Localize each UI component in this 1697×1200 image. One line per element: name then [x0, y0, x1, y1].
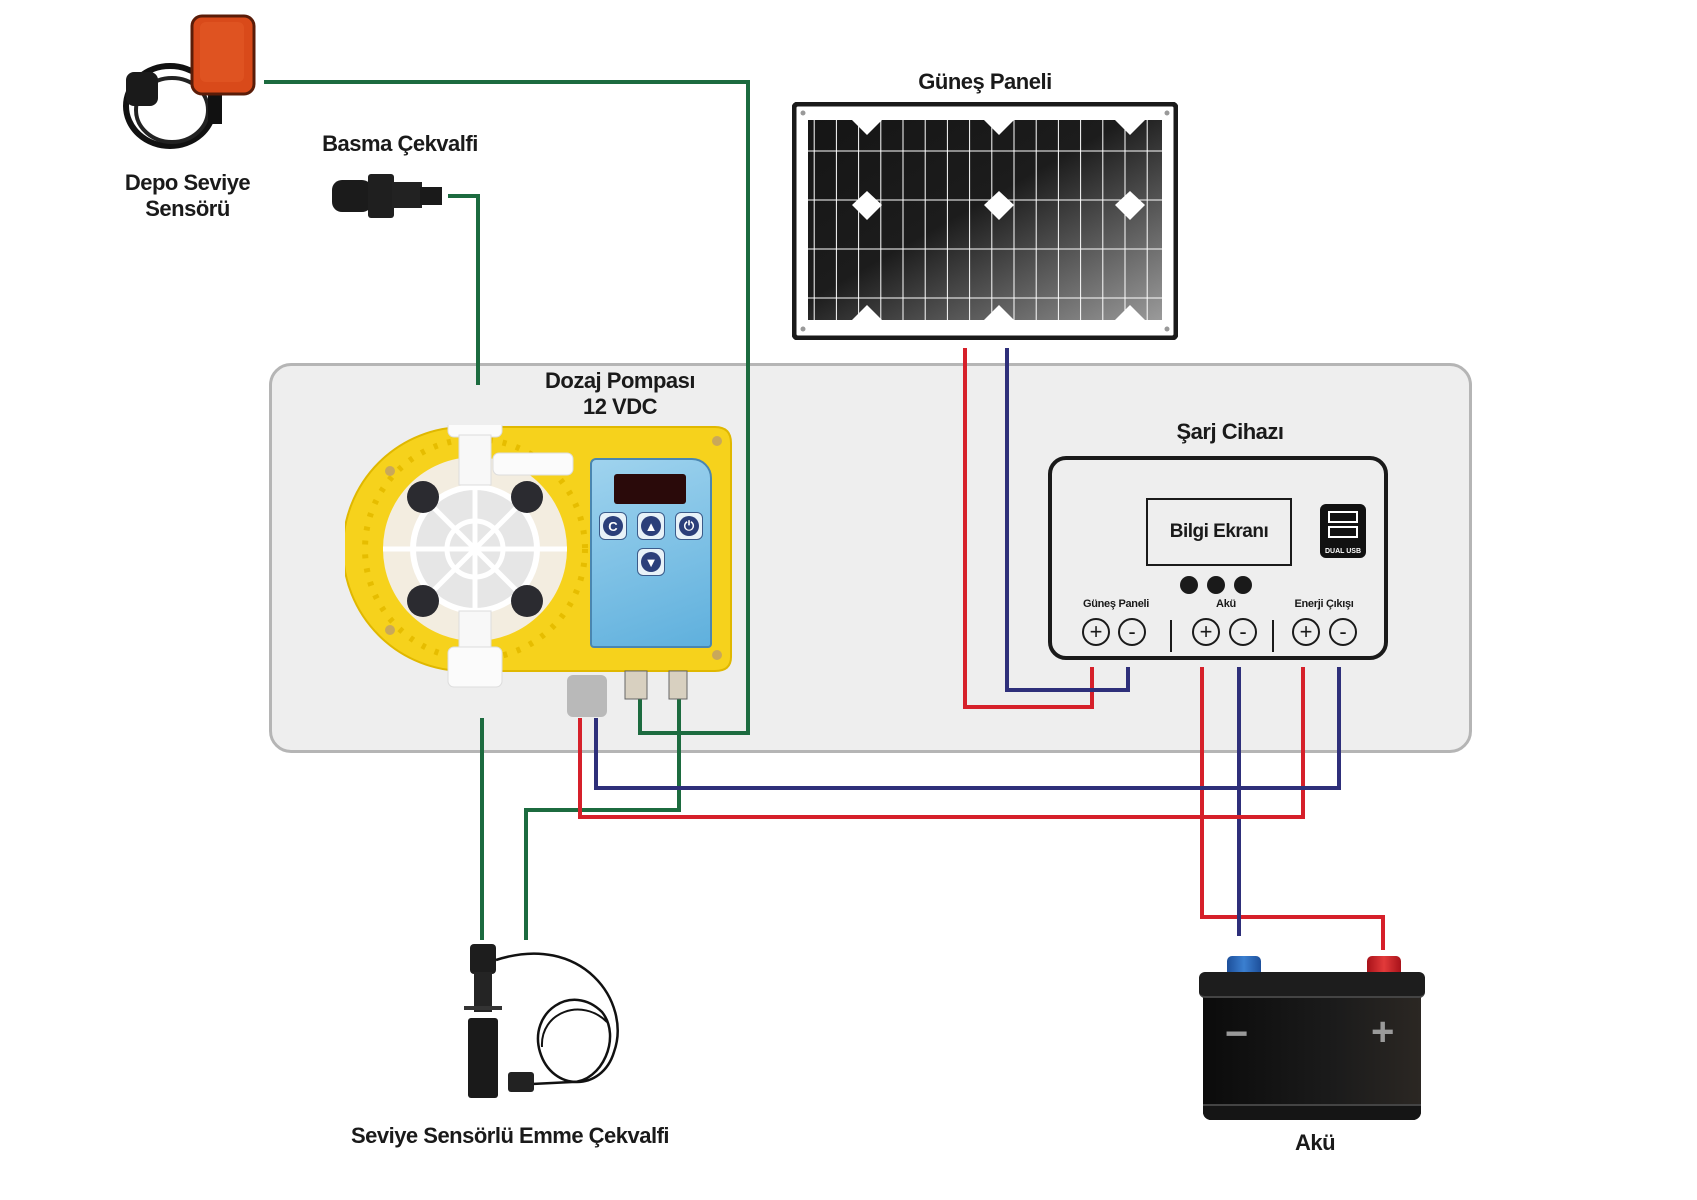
charge-controller: Bilgi Ekranı DUAL USB Güneş Paneli + - A… [1048, 456, 1388, 660]
solar-minus-terminal: - [1118, 618, 1146, 646]
suction-valve-icon [464, 944, 619, 1098]
pump-power-button[interactable]: ⏻ [675, 512, 703, 540]
suction-check-valve [462, 942, 632, 1102]
terminal-label-solar: Güneş Paneli [1082, 598, 1150, 610]
dosing-pump-label: Dozaj Pompası 12 VDC [520, 368, 720, 421]
discharge-check-valve [330, 172, 448, 218]
arrow-up-icon: ▲ [641, 516, 661, 536]
minus-icon: - [1128, 619, 1136, 644]
wire-pump-to-suction-2 [524, 695, 681, 940]
tank-level-sensor-label: Depo Seviye Sensörü [100, 170, 275, 223]
solar-panel-label: Güneş Paneli [918, 69, 1052, 94]
suction-check-valve-label: Seviye Sensörlü Emme Çekvalfi [350, 1123, 670, 1148]
pump-control-panel: C ▲ ⏻ ▼ [590, 458, 712, 648]
pump-down-button[interactable]: ▼ [637, 548, 665, 576]
float-switch-icon [123, 14, 256, 149]
divider [1170, 620, 1172, 652]
battery-minus-terminal: - [1229, 618, 1257, 646]
indicator-led [1234, 576, 1252, 594]
plus-icon: + [1089, 619, 1103, 644]
wire-output-positive [578, 667, 1305, 819]
minus-icon: - [1239, 619, 1247, 644]
usb-label: DUAL USB [1324, 548, 1362, 555]
label-line: Sensörü [145, 196, 230, 222]
output-minus-terminal: - [1329, 618, 1357, 646]
arrow-down-icon: ▼ [641, 552, 661, 572]
label-line: Dozaj Pompası [545, 368, 695, 393]
usb-slot-icon [1328, 511, 1358, 523]
indicator-led [1207, 576, 1225, 594]
dual-usb-port: DUAL USB [1320, 504, 1366, 558]
divider [1272, 620, 1274, 652]
info-screen: Bilgi Ekranı [1146, 498, 1292, 566]
plus-icon: + [1299, 619, 1313, 644]
label-line: Depo Seviye [124, 170, 251, 195]
pump-up-button[interactable]: ▲ [637, 512, 665, 540]
check-valve-icon [332, 174, 442, 218]
battery-lid [1199, 972, 1425, 998]
output-plus-terminal: + [1292, 618, 1320, 646]
discharge-check-valve-label: Basma Çekvalfi [322, 131, 478, 156]
pump-led-display [614, 474, 686, 504]
solar-panel [791, 101, 1179, 341]
wire-output-negative [594, 667, 1341, 790]
wire-tank-sensor [264, 80, 750, 735]
clear-icon: C [603, 516, 623, 536]
wire-solar-negative [1005, 348, 1130, 692]
plus-icon: + [1371, 1010, 1395, 1054]
pump-clear-button[interactable]: C [599, 512, 627, 540]
solar-plus-terminal: + [1082, 618, 1110, 646]
wire-battery-positive [1200, 667, 1385, 950]
minus-icon: - [1339, 619, 1347, 644]
battery: − + [1199, 956, 1425, 1120]
minus-icon: − [1225, 1012, 1249, 1056]
terminal-label-battery: Akü [1216, 598, 1236, 610]
indicator-led [1180, 576, 1198, 594]
battery-base [1203, 1104, 1421, 1120]
charge-controller-label: Şarj Cihazı [1176, 419, 1284, 444]
tank-level-sensor [112, 14, 262, 164]
solar-panel-icon [791, 101, 1179, 341]
wire-discharge-valve [448, 194, 480, 385]
label-line: 12 VDC [582, 394, 658, 420]
battery-plus-terminal: + [1192, 618, 1220, 646]
wire-solar-positive [963, 348, 1094, 709]
battery-label: Akü [1294, 1130, 1336, 1155]
plus-icon: + [1199, 619, 1213, 644]
terminal-label-output: Enerji Çıkışı [1294, 598, 1354, 610]
power-icon: ⏻ [679, 516, 699, 536]
usb-slot-icon [1328, 526, 1358, 538]
